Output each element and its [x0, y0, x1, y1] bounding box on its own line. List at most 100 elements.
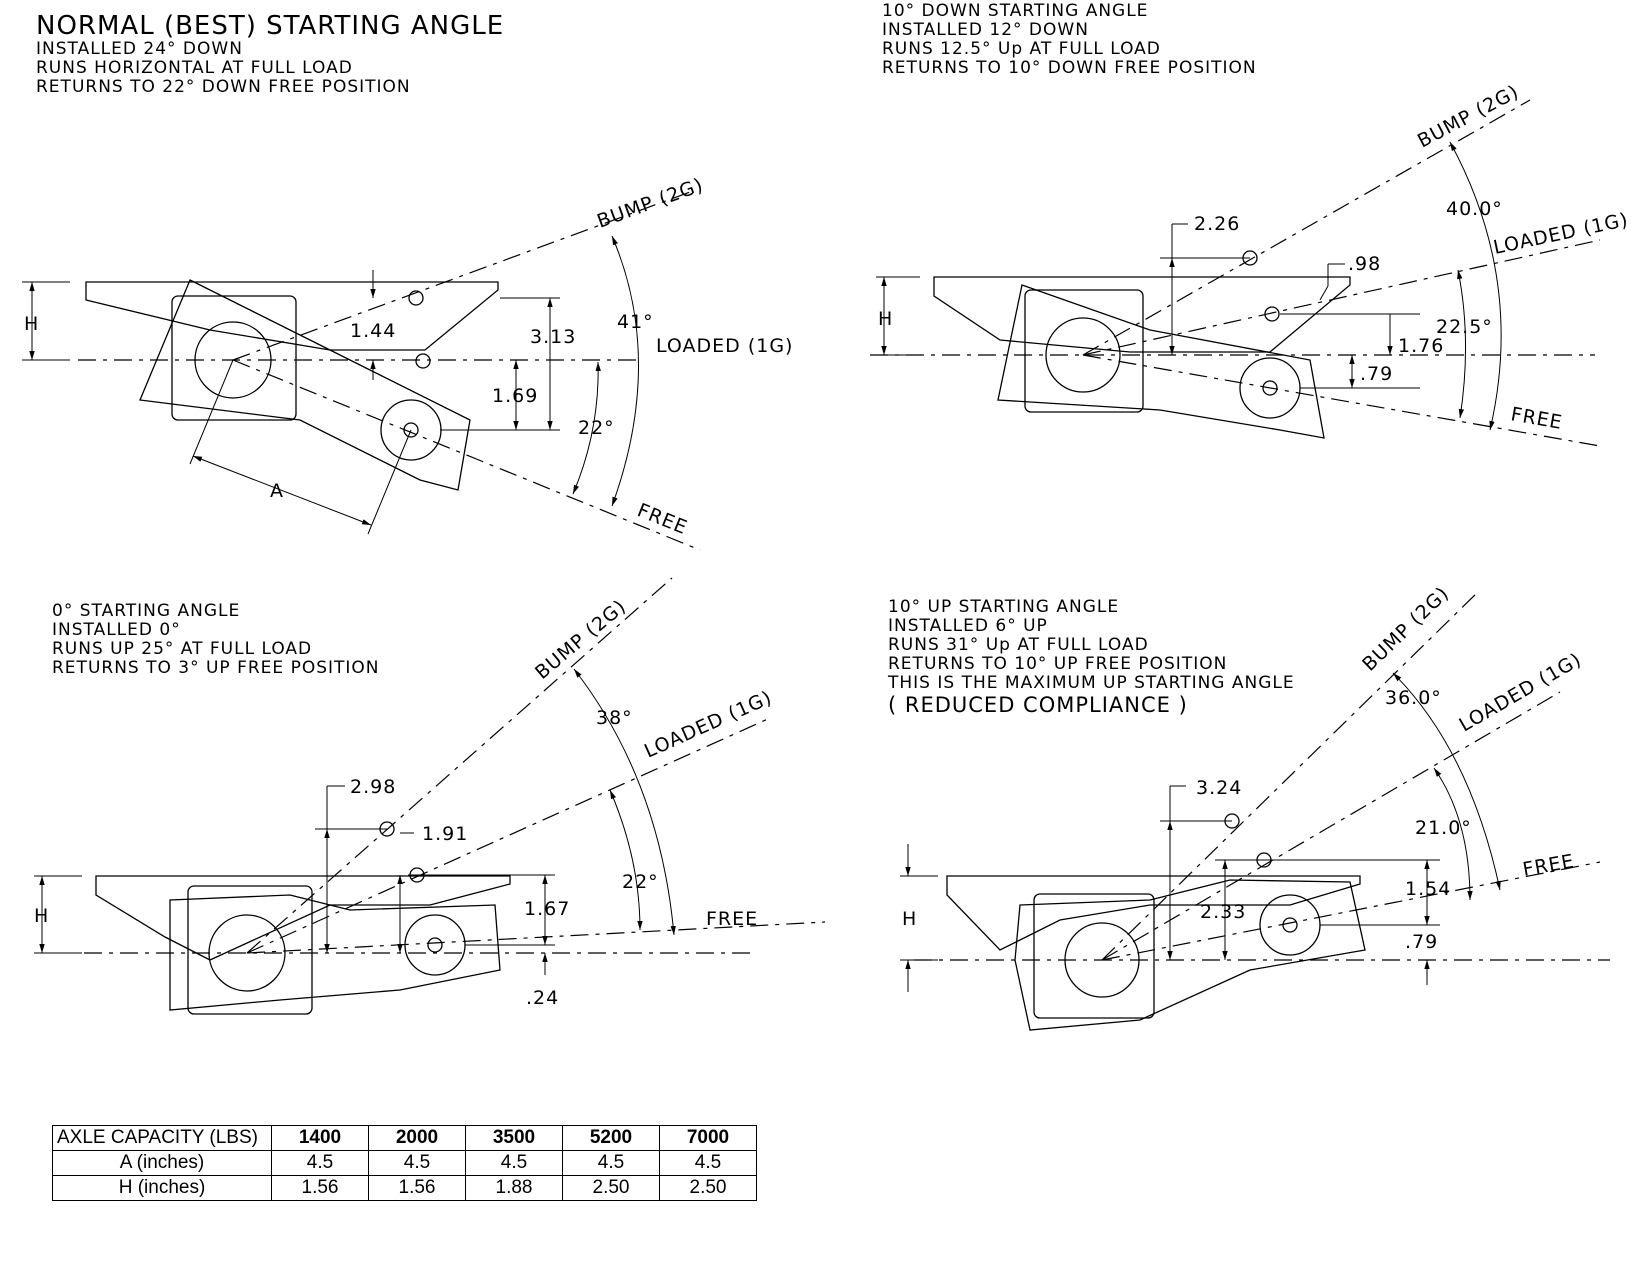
- table-row: A (inches) 4.5 4.5 4.5 4.5 4.5: [52, 1150, 757, 1176]
- angle-label: 22.5°: [1436, 316, 1493, 338]
- axle-tube: [1033, 893, 1155, 1019]
- free-label: FREE: [634, 499, 691, 539]
- free-label: FREE: [1509, 403, 1564, 434]
- dim-label: 1.69: [492, 385, 538, 407]
- dim-label: 1.91: [422, 823, 468, 845]
- dim-label: 1.67: [524, 898, 570, 920]
- dim-label: 2.33: [1200, 901, 1246, 923]
- torsion-bar-circle: [1045, 317, 1121, 393]
- mounting-bracket: [85, 281, 499, 351]
- loaded-label: LOADED (1G): [656, 335, 793, 357]
- angle-arc: [609, 789, 643, 931]
- free-label: FREE: [1521, 850, 1576, 881]
- pivot-point: [415, 353, 431, 369]
- torsion-arm: [139, 279, 471, 491]
- spindle-center: [1282, 917, 1298, 933]
- bump-line: [1101, 589, 1481, 961]
- bump-line: [1082, 99, 1531, 356]
- dim-label: .98: [1348, 253, 1381, 275]
- panel3-note: RETURNS TO 3° UP FREE POSITION: [52, 658, 380, 678]
- table-cell: 1.56: [368, 1175, 466, 1201]
- dim-label: 3.13: [530, 326, 576, 348]
- spindle-center: [1262, 380, 1278, 396]
- bump-label: BUMP (2G): [1414, 81, 1523, 153]
- angle-arc: [1433, 767, 1473, 901]
- panel3-drawing: H 2.98 1.91 1.67 .24 38° 22° BUMP (2G) L…: [34, 577, 826, 1015]
- panel4-note: THIS IS THE MAXIMUM UP STARTING ANGLE: [888, 673, 1295, 693]
- h-label: H: [902, 908, 917, 930]
- angle-label: 22°: [622, 871, 659, 893]
- panel3-note: RUNS UP 25° AT FULL LOAD: [52, 639, 313, 659]
- axle-tube: [1024, 289, 1144, 413]
- angle-arc: [1449, 141, 1502, 431]
- free-line: [246, 921, 826, 954]
- table-column-header: 2000: [368, 1125, 466, 1151]
- angle-label: 22°: [578, 417, 615, 439]
- spindle-circle: [1259, 894, 1321, 956]
- panel1-note: RUNS HORIZONTAL AT FULL LOAD: [36, 58, 353, 78]
- a-dimension: [192, 455, 372, 526]
- spindle-center: [427, 937, 443, 953]
- table-cell: 1.88: [465, 1175, 563, 1201]
- angle-arc: [611, 235, 639, 507]
- table-row: H (inches) 1.56 1.56 1.88 2.50 2.50: [52, 1175, 757, 1201]
- angle-label: 40.0°: [1446, 198, 1503, 220]
- panel2-note: INSTALLED 12° DOWN: [882, 20, 1089, 40]
- torsion-arm: [997, 284, 1325, 439]
- panel4-remark: ( REDUCED COMPLIANCE ): [888, 693, 1188, 717]
- pivot-point: [408, 290, 424, 306]
- dim-label: .79: [1360, 363, 1393, 385]
- table-cell: 4.5: [368, 1150, 466, 1176]
- panel1-header: NORMAL (BEST) STARTING ANGLE INSTALLED 2…: [36, 12, 504, 97]
- free-line: [1101, 861, 1601, 961]
- free-label: FREE: [706, 908, 758, 930]
- panel4-drawing: H 3.24 2.33 1.54 .79 36.0° 21.0° BUMP (2…: [900, 582, 1610, 1031]
- panel4-note: RUNS 31° Up AT FULL LOAD: [888, 635, 1149, 655]
- loaded-1g-line: [1101, 691, 1561, 961]
- panel3-header: 0° STARTING ANGLE INSTALLED 0° RUNS UP 2…: [52, 602, 380, 678]
- a-label: A: [270, 480, 284, 502]
- axle-capacity-table: AXLE CAPACITY (LBS) 1400 2000 3500 5200 …: [52, 1125, 757, 1201]
- panel4-title: 10° UP STARTING ANGLE: [888, 597, 1120, 617]
- torsion-arm: [169, 894, 501, 1011]
- a-dimension: [189, 359, 234, 465]
- dim-label: .24: [526, 987, 559, 1009]
- dim-label: 3.24: [1196, 777, 1242, 799]
- angle-arc: [572, 361, 601, 495]
- h-label: H: [24, 313, 39, 335]
- loaded-1g-line: [246, 717, 771, 954]
- table-cell: 4.5: [562, 1150, 660, 1176]
- loaded-label: LOADED (1G): [1491, 209, 1630, 259]
- mounting-bracket: [946, 875, 1361, 951]
- panel1-note: RETURNS TO 22° DOWN FREE POSITION: [36, 77, 411, 97]
- free-line: [1082, 354, 1601, 447]
- dim-label: 2.98: [350, 776, 396, 798]
- free-line: [232, 359, 701, 551]
- bump-label: BUMP (2G): [594, 174, 706, 233]
- table-header-label: AXLE CAPACITY (LBS): [52, 1125, 272, 1151]
- table-column-header: 5200: [562, 1125, 660, 1151]
- panel4-note: INSTALLED 6° UP: [888, 616, 1048, 636]
- angle-arc: [1392, 672, 1501, 891]
- dimension-line: [1319, 285, 1329, 301]
- torsion-arm: [1014, 879, 1366, 1031]
- panel1-note: INSTALLED 24° DOWN: [36, 39, 243, 59]
- axle-tube: [171, 295, 297, 421]
- table-cell: 2.50: [562, 1175, 660, 1201]
- bump-label: BUMP (2G): [531, 595, 631, 684]
- panel4-note: RETURNS TO 10° UP FREE POSITION: [888, 654, 1228, 674]
- table-cell: 4.5: [659, 1150, 757, 1176]
- spindle-circle: [404, 914, 466, 976]
- table-column-header: 3500: [465, 1125, 563, 1151]
- table-column-header: 1400: [271, 1125, 369, 1151]
- angle-label: 41°: [617, 311, 654, 333]
- table-cell: 1.56: [271, 1175, 369, 1201]
- bump-line: [232, 191, 691, 361]
- panel1-drawing: H 1.44 3.13 1.69 41° 22° A LOADED (1G) B…: [22, 174, 793, 551]
- loaded-label: LOADED (1G): [1456, 649, 1586, 737]
- panel2-note: RUNS 12.5° Up AT FULL LOAD: [882, 39, 1161, 59]
- panel4-header: 10° UP STARTING ANGLE INSTALLED 6° UP RU…: [888, 597, 1295, 718]
- angle-label: 36.0°: [1385, 687, 1442, 709]
- loaded-1g-line: [1082, 239, 1601, 356]
